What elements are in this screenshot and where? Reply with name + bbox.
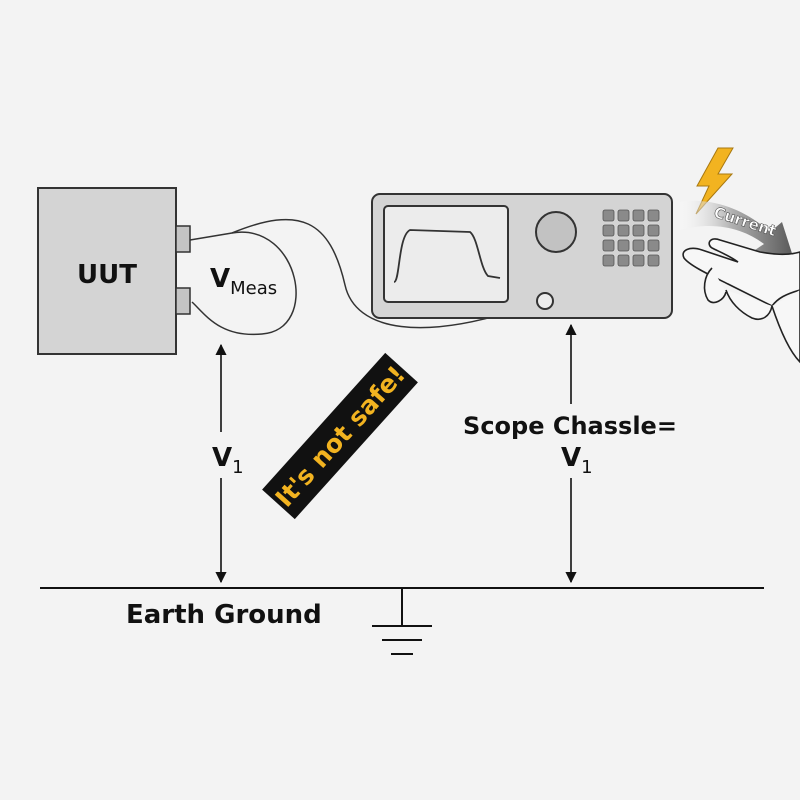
oscilloscope [371, 193, 673, 319]
current-arrow-label: Current [712, 203, 779, 240]
uut-terminal-top [175, 225, 191, 253]
keypad-button [632, 209, 645, 222]
scope-screen [383, 205, 509, 303]
keypad-button [632, 254, 645, 267]
keypad-button [617, 254, 630, 267]
keypad-button [617, 209, 630, 222]
earth-ground-symbol [372, 588, 432, 655]
keypad-button [602, 224, 615, 237]
scope-keypad [602, 209, 660, 267]
warning-banner: It's not safe! [262, 352, 418, 520]
keypad-button [617, 224, 630, 237]
keypad-button [647, 224, 660, 237]
uut-terminal-bottom [175, 287, 191, 315]
scope-input-jack [536, 292, 554, 310]
keypad-button [602, 239, 615, 252]
keypad-button [617, 239, 630, 252]
scope-knob [535, 211, 577, 253]
scope-waveform [393, 229, 501, 283]
scope-v1-label: V1 [561, 443, 593, 478]
warning-text: It's not safe! [270, 360, 411, 513]
keypad-button [632, 239, 645, 252]
v1-label-left: V1 [212, 443, 244, 478]
scope-chassis-label: Scope Chassle= [463, 412, 677, 440]
probe-cable [189, 218, 541, 336]
lightning-bolt-icon [695, 147, 734, 215]
keypad-button [602, 254, 615, 267]
keypad-button [647, 239, 660, 252]
uut-label: UUT [77, 260, 137, 290]
keypad-button [602, 209, 615, 222]
keypad-button [632, 224, 645, 237]
keypad-button [647, 254, 660, 267]
earth-ground-label: Earth Ground [126, 600, 322, 630]
vmeas-label: VMeas [210, 264, 277, 299]
uut-box: UUT [37, 187, 191, 355]
hand-icon [682, 238, 800, 364]
keypad-button [647, 209, 660, 222]
